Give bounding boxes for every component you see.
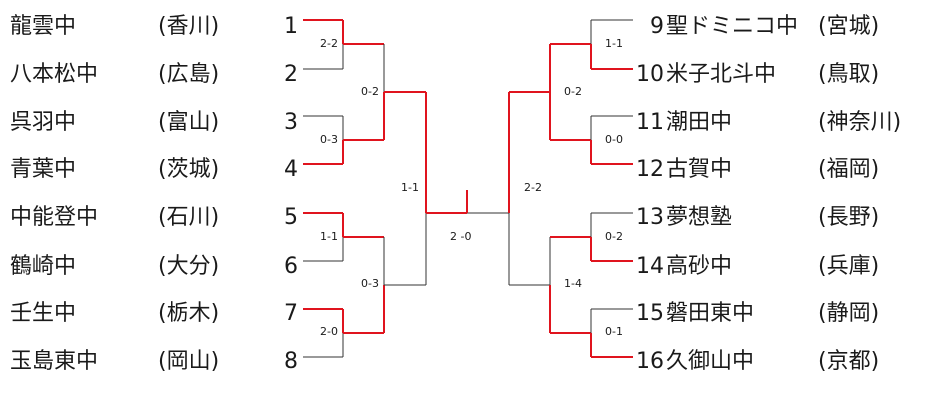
match-score: 1-1 (604, 37, 624, 50)
team-seed: 14 (636, 254, 664, 279)
match-score: 0-3 (360, 277, 380, 290)
match-score: 1-4 (563, 277, 583, 290)
team-seed: 11 (636, 110, 664, 135)
match-score: 0-3 (319, 133, 339, 146)
team-seed: 3 (284, 110, 298, 135)
match-score: 0-0 (604, 133, 624, 146)
team-name: 夢想塾 (666, 205, 733, 230)
team-seed: 10 (636, 62, 664, 87)
team-prefecture: (兵庫) (818, 254, 880, 279)
team-prefecture: (岡山) (158, 349, 220, 374)
team-seed: 2 (284, 62, 298, 87)
match-score: 2-2 (319, 37, 339, 50)
team-seed: 7 (284, 301, 298, 326)
team-prefecture: (宮城) (818, 14, 880, 39)
team-name: 高砂中 (666, 254, 733, 279)
team-prefecture: (茨城) (158, 157, 220, 182)
team-prefecture: (富山) (158, 110, 220, 135)
team-prefecture: (栃木) (158, 301, 220, 326)
team-seed: 9 (650, 14, 664, 39)
team-prefecture: (香川) (158, 14, 220, 39)
team-seed: 5 (284, 205, 298, 230)
team-name: 壬生中 (10, 301, 77, 326)
team-prefecture: (大分) (158, 254, 220, 279)
match-score: 0-1 (604, 325, 624, 338)
team-name: 久御山中 (666, 349, 755, 374)
match-score: 2-2 (523, 181, 543, 194)
match-score: 0-2 (360, 85, 380, 98)
team-name: 米子北斗中 (666, 62, 777, 87)
team-prefecture: (鳥取) (818, 62, 880, 87)
match-score: 0-2 (604, 230, 624, 243)
team-name: 磐田東中 (666, 301, 755, 326)
team-seed: 16 (636, 349, 664, 374)
team-seed: 1 (284, 14, 298, 39)
team-seed: 6 (284, 254, 298, 279)
team-name: 聖ドミニコ中 (666, 14, 799, 39)
team-prefecture: (神奈川) (818, 110, 902, 135)
team-seed: 15 (636, 301, 664, 326)
team-name: 玉島東中 (10, 349, 99, 374)
match-score: 1-1 (319, 230, 339, 243)
team-prefecture: (静岡) (818, 301, 880, 326)
team-seed: 4 (284, 157, 298, 182)
team-prefecture: (京都) (818, 349, 880, 374)
match-score: 0-2 (563, 85, 583, 98)
team-prefecture: (長野) (818, 205, 880, 230)
final-score: 2 -0 (449, 230, 473, 243)
team-seed: 13 (636, 205, 664, 230)
team-prefecture: (石川) (158, 205, 220, 230)
match-score: 2-0 (319, 325, 339, 338)
team-seed: 8 (284, 349, 298, 374)
team-name: 八本松中 (10, 62, 99, 87)
team-name: 龍雲中 (10, 14, 77, 39)
team-name: 鶴崎中 (10, 254, 77, 279)
team-name: 古賀中 (666, 157, 733, 182)
team-name: 青葉中 (10, 157, 77, 182)
team-prefecture: (広島) (158, 62, 220, 87)
team-name: 中能登中 (10, 205, 99, 230)
team-prefecture: (福岡) (818, 157, 880, 182)
team-seed: 12 (636, 157, 664, 182)
match-score: 1-1 (400, 181, 420, 194)
team-name: 潮田中 (666, 110, 733, 135)
team-name: 呉羽中 (10, 110, 77, 135)
